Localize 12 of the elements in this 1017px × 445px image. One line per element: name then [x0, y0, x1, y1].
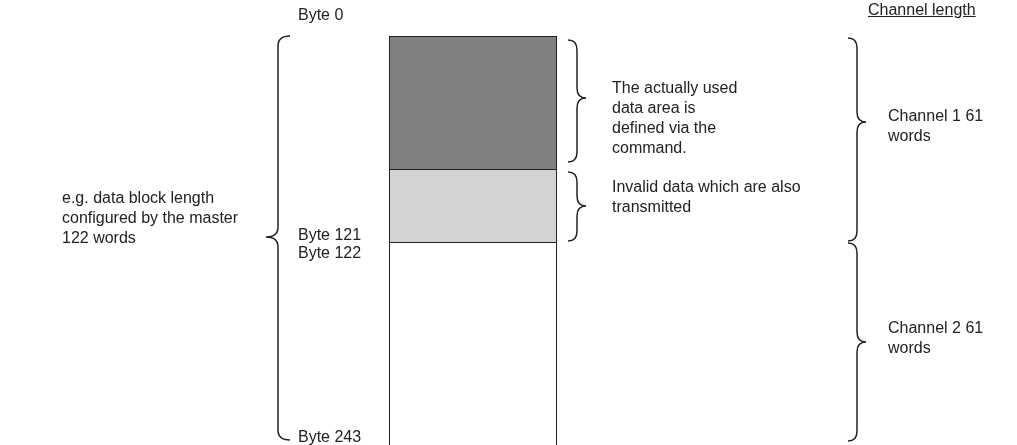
- channel-label: Channel 2 61 words: [888, 318, 985, 358]
- byte-label: Byte 122: [298, 243, 363, 263]
- byte-label: Byte 0: [298, 5, 345, 25]
- used-data-block: [389, 36, 557, 171]
- annotation-text: Invalid data which are also transmitted: [612, 177, 802, 217]
- byte-label: Byte 243: [298, 427, 363, 445]
- byte-label: Byte 121: [298, 225, 363, 245]
- column-heading: Channel length: [868, 0, 976, 20]
- annotation-text: e.g. data block length configured by the master 122 words: [62, 188, 240, 248]
- invalid-data-block: [389, 169, 557, 244]
- channel-label: Channel 1 61 words: [888, 106, 985, 146]
- annotation-text: The actually used data area is defined via the command.: [612, 78, 739, 158]
